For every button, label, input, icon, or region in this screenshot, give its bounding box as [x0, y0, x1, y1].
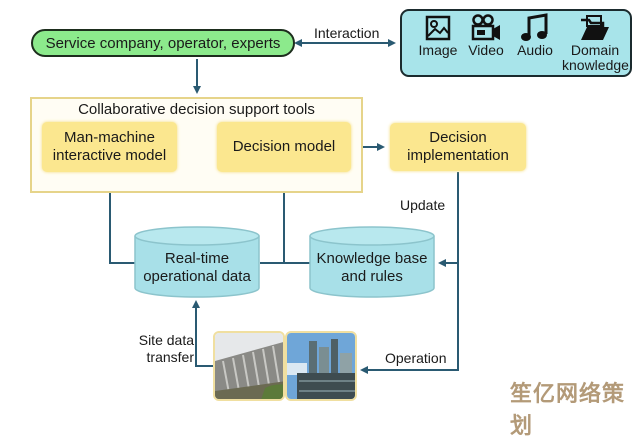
media-item-image: Image — [412, 13, 464, 58]
connector-layer — [106, 39, 459, 374]
media-label-video: Video — [468, 42, 504, 58]
knowledge-line2: and rules — [341, 268, 403, 285]
dam-photo — [213, 331, 285, 401]
site-data-line2: transfer — [146, 349, 194, 365]
actors-node: Service company, operator, experts — [31, 29, 295, 57]
image-icon — [412, 13, 464, 43]
knowledge-cylinder — [309, 226, 435, 298]
implementation-line2: implementation — [407, 147, 509, 164]
media-label-image: Image — [418, 42, 458, 58]
operation-label: Operation — [385, 350, 447, 366]
music-note-icon — [512, 13, 558, 43]
plant-photo — [285, 331, 357, 401]
media-label-audio: Audio — [517, 42, 553, 58]
realtime-data-node: Real-time operational data — [135, 250, 259, 286]
media-label-knowledge: knowledge — [562, 57, 629, 73]
man-machine-line2: interactive model — [52, 147, 167, 164]
realtime-cylinder — [134, 226, 260, 298]
tools-title: Collaborative decision support tools — [78, 101, 315, 118]
site-data-line1: Site data — [138, 332, 194, 348]
media-item-video: Video — [464, 13, 508, 58]
decision-implementation: Decision implementation — [390, 123, 526, 171]
realtime-to-mm-arrow — [106, 170, 135, 264]
folder-icon — [562, 13, 628, 43]
operation-arrow — [360, 263, 459, 374]
man-machine-line1: Man-machine — [64, 129, 155, 146]
media-panel: Image Video Audio Domain knowledge — [400, 9, 632, 77]
site-data-label: Site data transfer — [128, 332, 194, 366]
watermark: 笙亿网络策划 — [510, 382, 626, 439]
realtime-line1: Real-time — [164, 250, 230, 267]
implementation-line1: Decision — [429, 129, 487, 146]
interaction-label: Interaction — [314, 25, 380, 41]
knowledge-line1: Knowledge base — [316, 250, 428, 267]
decision-model-label: Decision model — [232, 138, 336, 155]
video-camera-icon — [464, 13, 508, 43]
decision-model: Decision model — [217, 122, 351, 172]
media-item-domain: Domain knowledge — [562, 13, 629, 73]
realtime-line2: operational data — [143, 268, 251, 285]
actors-label: Service company, operator, experts — [45, 34, 281, 52]
media-item-audio: Audio — [512, 13, 558, 58]
update-label: Update — [400, 197, 446, 213]
man-machine-model: Man-machine interactive model — [42, 122, 177, 172]
site-data-arrow — [192, 300, 214, 367]
update-arrow — [438, 172, 459, 267]
knowledge-base-node: Knowledge base and rules — [310, 250, 434, 286]
media-label-domain: Domain — [570, 42, 620, 58]
